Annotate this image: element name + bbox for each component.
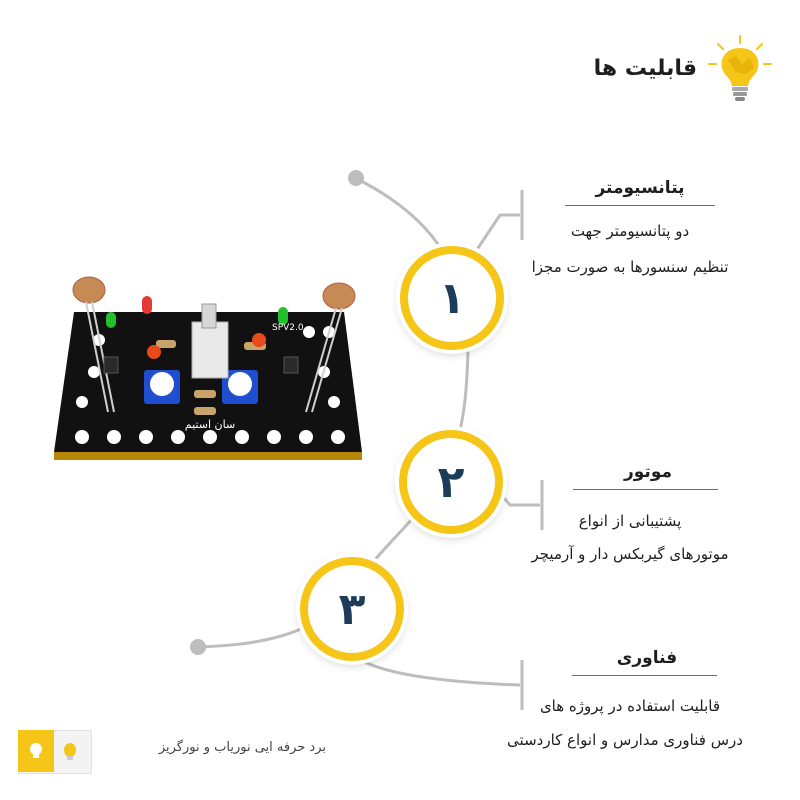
feature-desc-1-line-2: تنظیم سنسورها به صورت مجزا <box>531 258 729 276</box>
feature-title-2: موتور <box>623 462 672 482</box>
feature-number-3: ٣ <box>300 557 404 661</box>
footer-caption: برد حرفه ایی نوریاب و نورگریز <box>158 740 326 755</box>
footer-pear-bulb-icon <box>64 743 76 760</box>
board-version-label: SPV2.0 <box>272 323 304 333</box>
feature-desc-2-line-1: پشتیبانی از انواع <box>578 512 682 530</box>
board-brand-label: سان استیم <box>185 418 235 431</box>
curve-end-dot <box>190 639 206 655</box>
feature-title-1: پتانسیومتر <box>595 178 685 198</box>
page-title: قابلیت ها <box>593 56 697 81</box>
feature-divider-1 <box>565 205 715 206</box>
curve-start-dot <box>348 170 364 186</box>
feature-title-3: فناوری <box>616 648 678 668</box>
feature-desc-2-line-2: موتورهای گیربکس دار و آرمیچر <box>531 545 729 563</box>
feature-desc-3-line-1: قابلیت استفاده در پروژه های <box>539 697 721 715</box>
feature-divider-2 <box>573 489 718 490</box>
board-holes <box>75 430 345 444</box>
footer-bulb-icon <box>30 743 42 758</box>
feature-desc-1-line-1: دو پتانسیومتر جهت <box>570 222 690 240</box>
feature-divider-3 <box>572 675 717 676</box>
circuit-board-image: سان استیم SPV2.0 <box>54 276 362 460</box>
feature-desc-3-line-2: درس فناوری مدارس و انواع کاردستی <box>507 731 743 749</box>
lightbulb-icon <box>708 35 772 101</box>
feature-number-2: ٢ <box>399 430 503 534</box>
feature-number-1: ١ <box>400 246 504 350</box>
